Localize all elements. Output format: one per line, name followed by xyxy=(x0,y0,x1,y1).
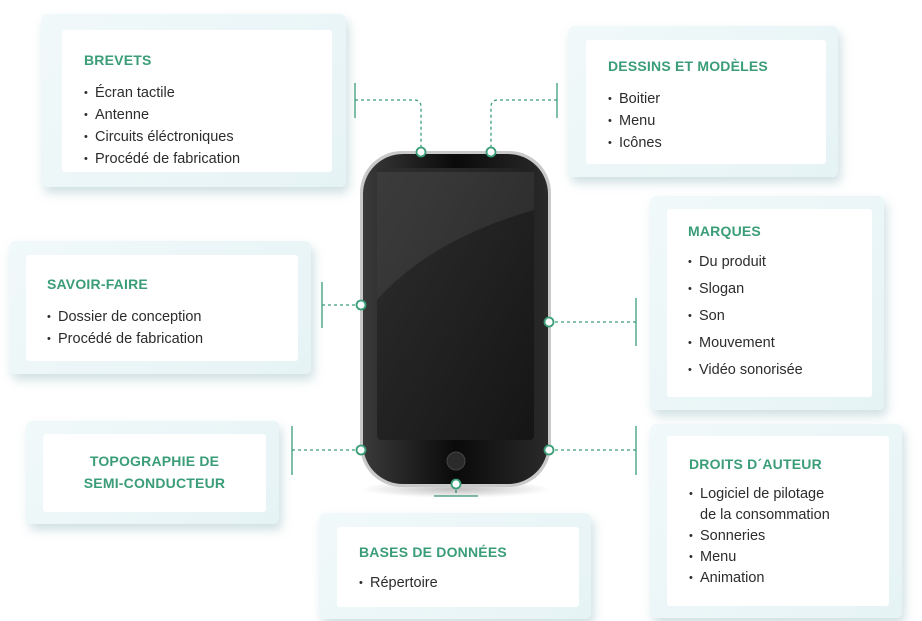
list-item: Procédé de fabrication xyxy=(84,148,332,170)
home-button-icon xyxy=(446,451,466,471)
card-dessins-et-modeles: DESSINS ET MODÈLES Boitier Menu Icônes xyxy=(568,26,838,177)
card-title-line-2: SEMI-CONDUCTEUR xyxy=(83,475,226,491)
connector-dot xyxy=(355,299,367,311)
connector-dot xyxy=(355,444,367,456)
list-item: Boitier xyxy=(608,88,826,110)
list-item: Dossier de conception xyxy=(47,306,298,328)
list-item: Procédé de fabrication xyxy=(47,328,298,350)
list-item: Slogan xyxy=(688,276,872,303)
list-item: Sonneries xyxy=(689,526,889,547)
card-title-line-1: TOPOGRAPHIE DE xyxy=(89,453,220,469)
card-bases-de-donnees: BASES DE DONNÉES Répertoire xyxy=(319,513,591,619)
screen-glare xyxy=(377,172,534,300)
list-item: Son xyxy=(688,303,872,330)
card-title: BREVETS xyxy=(84,52,152,68)
list-item: Animation xyxy=(689,568,889,589)
list-item: Menu xyxy=(608,110,826,132)
card-droits-d-auteur: DROITS D´AUTEUR Logiciel de pilotage de … xyxy=(650,424,902,618)
list-item: Logiciel de pilotage xyxy=(689,484,889,505)
list-item: Antenne xyxy=(84,104,332,126)
list-item: Écran tactile xyxy=(84,82,332,104)
card-title: DROITS D´AUTEUR xyxy=(689,456,822,472)
card-brevets: BREVETS Écran tactile Antenne Circuits é… xyxy=(41,14,346,187)
phone-screen xyxy=(377,168,534,440)
list-item: Menu xyxy=(689,547,889,568)
card-title: BASES DE DONNÉES xyxy=(359,544,507,560)
list-item: Vidéo sonorisée xyxy=(688,357,872,384)
connector-dot xyxy=(543,316,555,328)
connector-dot xyxy=(450,478,462,490)
connector-dot xyxy=(415,146,427,158)
list-item: Icônes xyxy=(608,132,826,154)
card-savoir-faire: SAVOIR-FAIRE Dossier de conception Procé… xyxy=(9,241,311,374)
connector-dot xyxy=(485,146,497,158)
card-topographie: TOPOGRAPHIE DE SEMI-CONDUCTEUR xyxy=(26,421,279,524)
card-title: MARQUES xyxy=(688,223,761,239)
list-item: Mouvement xyxy=(688,330,872,357)
list-item: Du produit xyxy=(688,249,872,276)
list-item: Circuits éléctroniques xyxy=(84,126,332,148)
connector-dot xyxy=(543,444,555,456)
card-title: SAVOIR-FAIRE xyxy=(47,276,148,292)
list-item-continuation: de la consommation xyxy=(700,507,830,523)
card-marques: MARQUES Du produit Slogan Son Mouvement … xyxy=(650,196,884,410)
card-title: DESSINS ET MODÈLES xyxy=(608,58,768,74)
list-item: Répertoire xyxy=(359,572,579,594)
